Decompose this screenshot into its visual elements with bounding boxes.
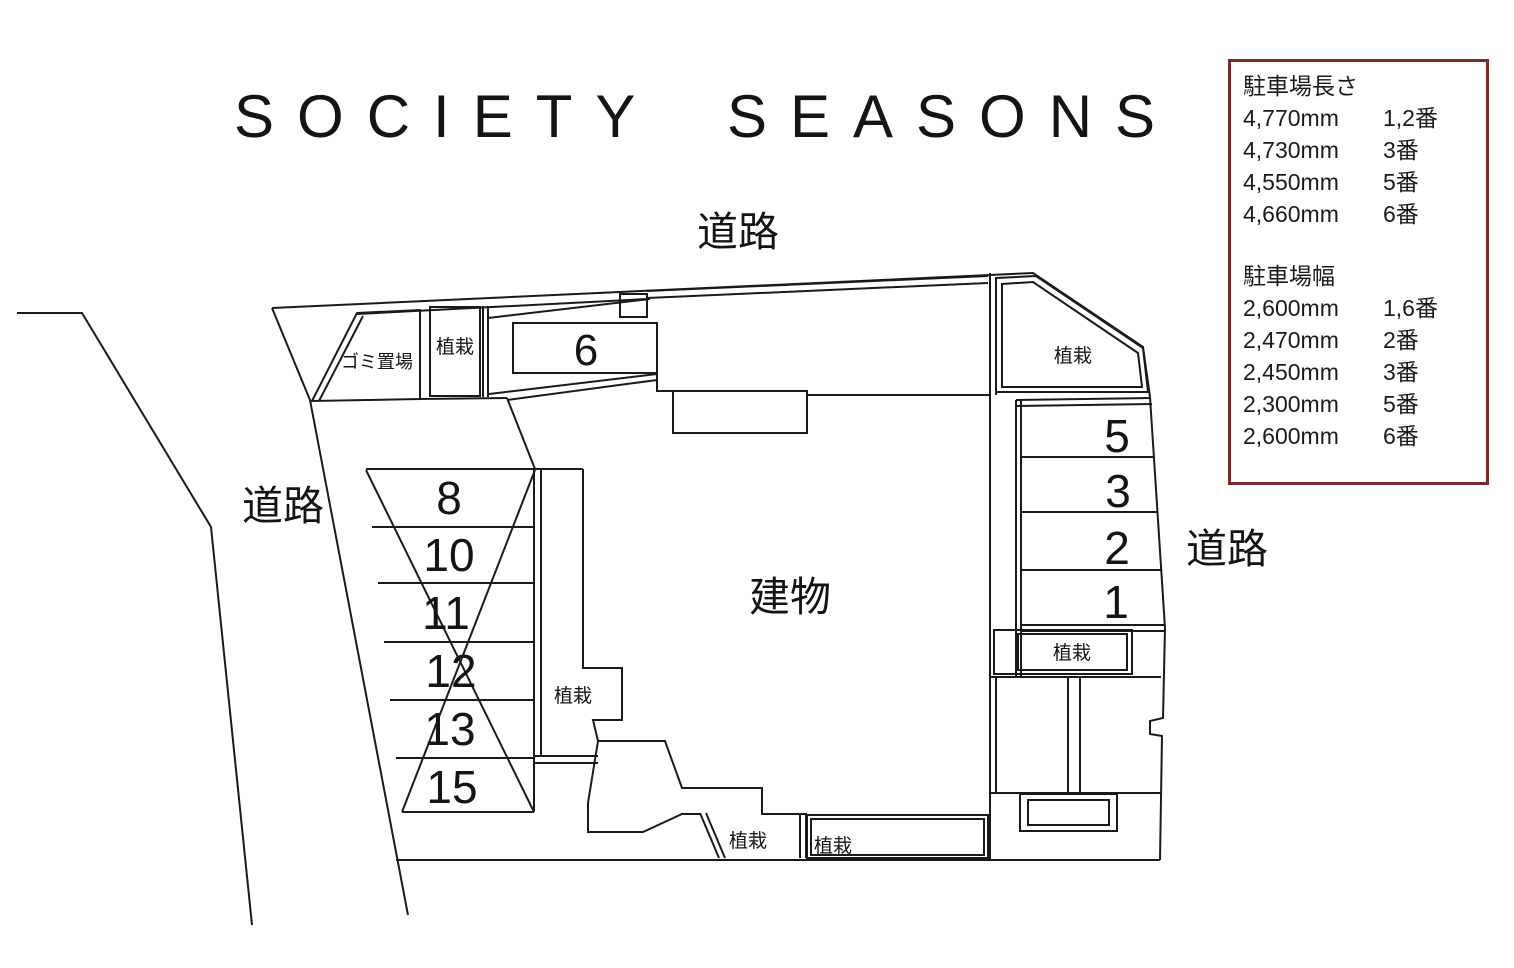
stall-1-number: 1 <box>1103 576 1129 628</box>
length-row: 4,730mm 3番 <box>1243 134 1486 166</box>
road-label-right: 道路 <box>1186 526 1268 572</box>
porch-outer <box>1019 793 1118 832</box>
planting-label-topright: 植栽 <box>1054 345 1092 367</box>
length-stalls: 6番 <box>1383 201 1419 227</box>
site-boundary-north-east <box>271 271 1166 629</box>
entrance-steps-outline <box>587 740 700 833</box>
width-row: 2,600mm 6番 <box>1243 420 1486 452</box>
block-cross-leg1 <box>365 469 535 813</box>
planting-box-bottom-inner <box>810 818 985 856</box>
page-title: SOCIETY SEASONS <box>234 83 1179 150</box>
column-top-a <box>1015 397 1152 401</box>
section-gap <box>1243 230 1486 260</box>
length-row: 4,660mm 6番 <box>1243 198 1486 230</box>
stall6-bottom-upper <box>488 373 658 395</box>
top-fence-lower <box>646 282 989 299</box>
width-stalls: 6番 <box>1383 423 1419 449</box>
parking-dimensions-panel: 駐車場長さ 4,770mm 1,2番 4,730mm 3番 4,550mm 5番… <box>1228 59 1489 485</box>
garbage-area-label: ゴミ置場 <box>341 352 413 372</box>
width-value: 2,600mm <box>1243 423 1339 449</box>
width-value: 2,600mm <box>1243 295 1339 321</box>
width-stalls: 1,6番 <box>1383 295 1438 321</box>
site-boundary-southeast <box>1149 627 1166 861</box>
width-value: 2,300mm <box>1243 391 1339 417</box>
stall6-bottom-lower <box>506 379 658 401</box>
width-stalls: 5番 <box>1383 391 1419 417</box>
width-heading: 駐車場幅 <box>1243 263 1335 289</box>
width-value: 2,470mm <box>1243 327 1339 353</box>
stall-15-number: 15 <box>426 761 477 813</box>
planting-divider-diag-a <box>699 812 720 859</box>
planting-box-right-inner <box>1017 633 1128 671</box>
driveway-diagonal <box>506 397 536 470</box>
block-cross-leg2 <box>401 469 536 813</box>
planting-divider-diag-b <box>705 812 726 859</box>
top-fence-upper <box>646 275 989 292</box>
planting-label-bottom1: 植栽 <box>729 830 767 852</box>
planting-topright-outline <box>995 274 1150 393</box>
planting-box-right-outer <box>993 629 1133 675</box>
width-stalls: 3番 <box>1383 359 1419 385</box>
width-row: 2,470mm 2番 <box>1243 324 1486 356</box>
column-top-b <box>1015 403 1153 407</box>
length-value: 4,730mm <box>1243 137 1339 163</box>
stall-5-number: 5 <box>1104 410 1130 462</box>
length-row: 4,550mm 5番 <box>1243 166 1486 198</box>
planting-label-strip: 植栽 <box>554 685 592 707</box>
stall-10-number: 10 <box>423 529 474 581</box>
length-heading: 駐車場長さ <box>1243 73 1358 99</box>
width-row: 2,600mm 1,6番 <box>1243 292 1486 324</box>
garbage-area-inner-edge <box>318 315 364 402</box>
site-boundary-west <box>271 307 409 916</box>
road-label-top: 道路 <box>697 209 779 255</box>
building-step-north <box>656 373 673 392</box>
stall-12-number: 12 <box>425 645 476 697</box>
planting-box-topleft <box>429 306 481 397</box>
building-label: 建物 <box>749 574 831 620</box>
stall-3-number: 3 <box>1105 465 1131 517</box>
planting-topright-inner <box>1001 280 1144 388</box>
length-stalls: 1,2番 <box>1383 105 1438 131</box>
length-value: 4,660mm <box>1243 201 1339 227</box>
planting-label-bottom2: 植栽 <box>814 835 852 857</box>
stall-6-number: 6 <box>574 326 598 375</box>
stall-11-number: 11 <box>422 587 470 639</box>
building-notch-box <box>672 390 808 434</box>
length-stalls: 3番 <box>1383 137 1419 163</box>
length-value: 4,550mm <box>1243 169 1339 195</box>
planting-label-topleft: 植栽 <box>436 336 474 358</box>
porch-inner <box>1027 799 1110 826</box>
stall-2-number: 2 <box>1104 522 1130 574</box>
road-label-left: 道路 <box>242 483 324 529</box>
stall6-box <box>512 322 658 374</box>
strip-bottom-line <box>419 397 508 400</box>
width-row: 2,450mm 3番 <box>1243 356 1486 388</box>
length-stalls: 5番 <box>1383 169 1419 195</box>
width-value: 2,450mm <box>1243 359 1339 385</box>
building-west-south-wall <box>582 469 807 815</box>
stall6-top-edge <box>487 298 651 319</box>
planting-box-bottom-outer <box>806 814 989 859</box>
planting-label-right: 植栽 <box>1053 642 1091 664</box>
length-value: 4,770mm <box>1243 105 1339 131</box>
garbage-area-outline <box>310 308 421 403</box>
stall-13-number: 13 <box>424 703 475 755</box>
stall-8-number: 8 <box>436 472 462 524</box>
width-row: 2,300mm 5番 <box>1243 388 1486 420</box>
length-row: 4,770mm 1,2番 <box>1243 102 1486 134</box>
width-stalls: 2番 <box>1383 327 1419 353</box>
road-edge-left <box>17 312 253 926</box>
fence-end-hook <box>619 293 648 318</box>
